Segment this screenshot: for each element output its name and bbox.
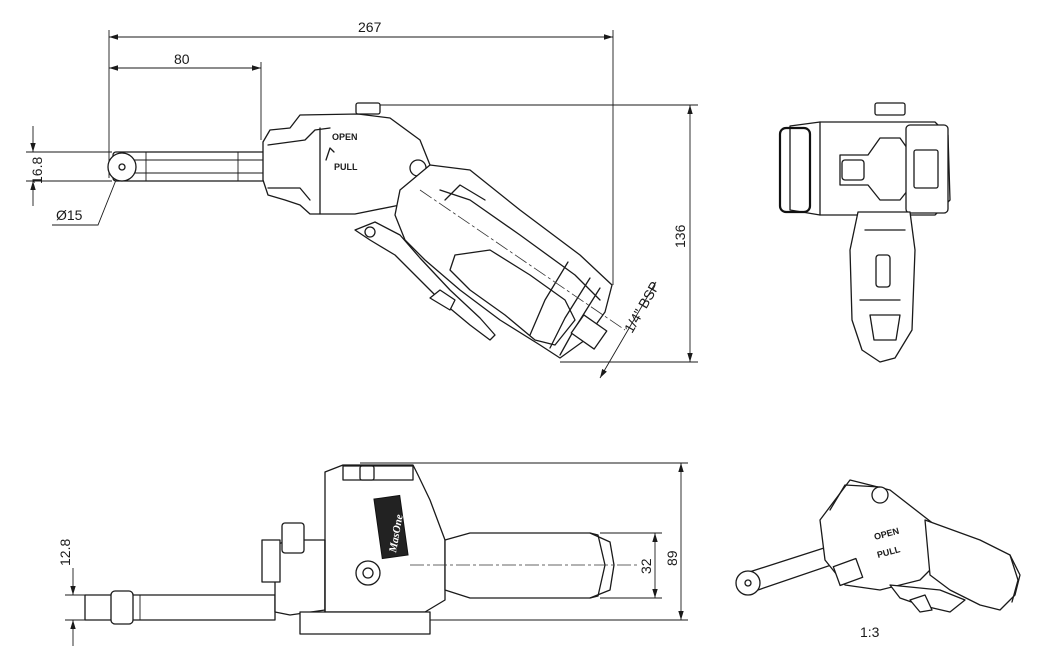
pull-label: PULL [334, 162, 358, 172]
dim-136-label: 136 [672, 224, 688, 248]
top-body: MasOne [261, 464, 446, 635]
dim-267-label: 267 [358, 19, 382, 35]
scale-label: 1:3 [860, 624, 880, 640]
dim-32: 32 [600, 532, 662, 599]
dim-dia15: Ø15 [52, 179, 117, 226]
dim-267: 267 [108, 19, 614, 285]
dim-dia15-label: Ø15 [56, 207, 83, 223]
front-view [778, 102, 951, 363]
side-view: 267 80 16.8 Ø15 136 [26, 19, 698, 379]
dim-89-label: 89 [664, 550, 680, 566]
top-grip [410, 532, 640, 599]
dim-32-label: 32 [638, 558, 654, 574]
dim-16-8-label: 16.8 [29, 157, 45, 184]
isometric-view: OPEN PULL 1:3 [735, 479, 1021, 640]
open-label: OPEN [332, 132, 358, 142]
dim-136: 136 [362, 104, 698, 363]
dim-16-8: 16.8 [26, 126, 112, 206]
dim-12-8-label: 12.8 [57, 539, 73, 566]
top-belt [84, 590, 276, 625]
trigger-lever [354, 221, 496, 341]
top-view: 12.8 89 32 [57, 462, 688, 646]
dim-89: 89 [360, 462, 688, 621]
dim-80-label: 80 [174, 51, 190, 67]
dim-80: 80 [109, 51, 262, 140]
dim-bsp-label: 1/4" BSP [621, 279, 663, 336]
handle-body [394, 164, 613, 359]
